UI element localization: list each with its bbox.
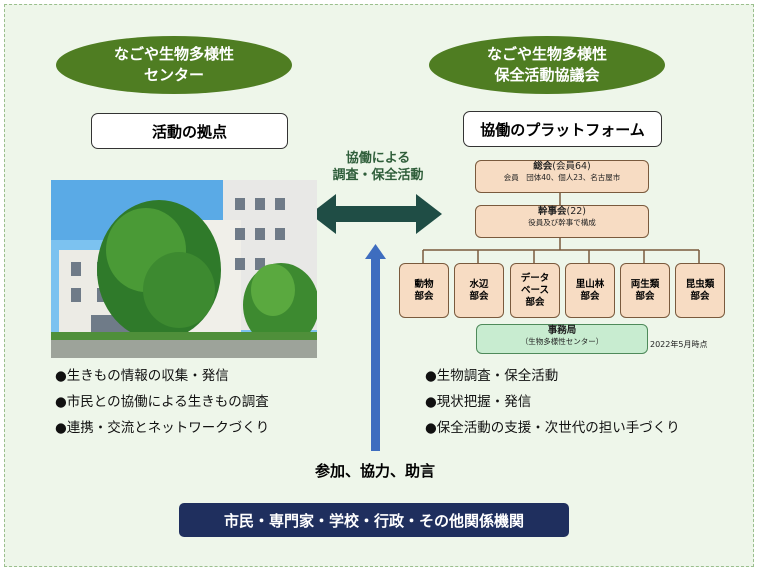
center-role-item: ●生きもの情報の収集・発信 — [55, 368, 229, 384]
platform-box: 協働のプラットフォーム — [463, 111, 662, 147]
dept-amphibians: 両生類 部会 — [620, 263, 670, 318]
center-role-item: ●連携・交流とネットワークづくり — [55, 420, 270, 436]
general-assembly-detail: 会員 団体40、個人23、名古屋市 — [503, 173, 621, 182]
general-assembly-count: (会員64) — [552, 161, 591, 172]
activity-base-box: 活動の拠点 — [91, 113, 288, 149]
dept-waterside: 水辺 部会 — [454, 263, 504, 318]
up-arrow-shaft — [371, 258, 380, 451]
dept-satoyama: 里山林 部会 — [565, 263, 615, 318]
general-assembly-title: 総会 — [533, 161, 553, 172]
secretariat-detail: （生物多様性センター） — [520, 337, 604, 346]
up-arrow-head — [365, 244, 386, 259]
council-role-item: ●保全活動の支援・次世代の担い手づくり — [425, 420, 680, 436]
executive-board-box: 幹事会(22) 役員及び幹事で構成 — [475, 205, 649, 238]
council-roles-list: ●生物調査・保全活動 ●現状把握・発信 ●保全活動の支援・次世代の担い手づくり — [425, 366, 680, 444]
center-roles-list: ●生きもの情報の収集・発信 ●市民との協働による生きもの調査 ●連携・交流とネッ… — [55, 366, 269, 444]
council-name-oval: なごや生物多様性 保全活動協議会 — [429, 36, 665, 94]
double-arrow — [310, 194, 442, 234]
council-name-line2: 保全活動協議会 — [494, 66, 600, 84]
collaboration-label-line2: 調査・保全活動 — [332, 168, 424, 183]
secretariat-title: 事務局 — [547, 325, 577, 336]
executive-board-detail: 役員及び幹事で構成 — [528, 218, 596, 227]
dept-animals: 動物 部会 — [399, 263, 449, 318]
as-of-date: 2022年5月時点 — [650, 340, 708, 349]
dept-database: データ ベース 部会 — [510, 263, 560, 318]
council-role-item: ●現状把握・発信 — [425, 394, 532, 410]
stakeholders-banner: 市民・専門家・学校・行政・その他関係機関 — [179, 503, 569, 537]
council-name-line1: なごや生物多様性 — [486, 45, 607, 63]
dept-insects: 昆虫類 部会 — [675, 263, 725, 318]
center-role-item: ●市民との協働による生きもの調査 — [55, 394, 269, 410]
center-name-line1: なごや生物多様性 — [113, 45, 234, 63]
collaboration-label: 協働による 調査・保全活動 — [318, 150, 438, 184]
general-assembly-box: 総会(会員64) 会員 団体40、個人23、名古屋市 — [475, 160, 649, 193]
center-name-oval: なごや生物多様性 センター — [56, 36, 292, 94]
center-building-photo — [51, 180, 317, 358]
secretariat-box: 事務局 （生物多様性センター） — [476, 324, 648, 354]
collaboration-label-line1: 協働による — [345, 151, 411, 166]
participation-label: 参加、協力、助言 — [314, 462, 435, 480]
center-name-line2: センター — [143, 66, 204, 84]
executive-board-count: (22) — [566, 206, 587, 217]
council-role-item: ●生物調査・保全活動 — [425, 368, 559, 384]
executive-board-title: 幹事会 — [537, 206, 567, 217]
